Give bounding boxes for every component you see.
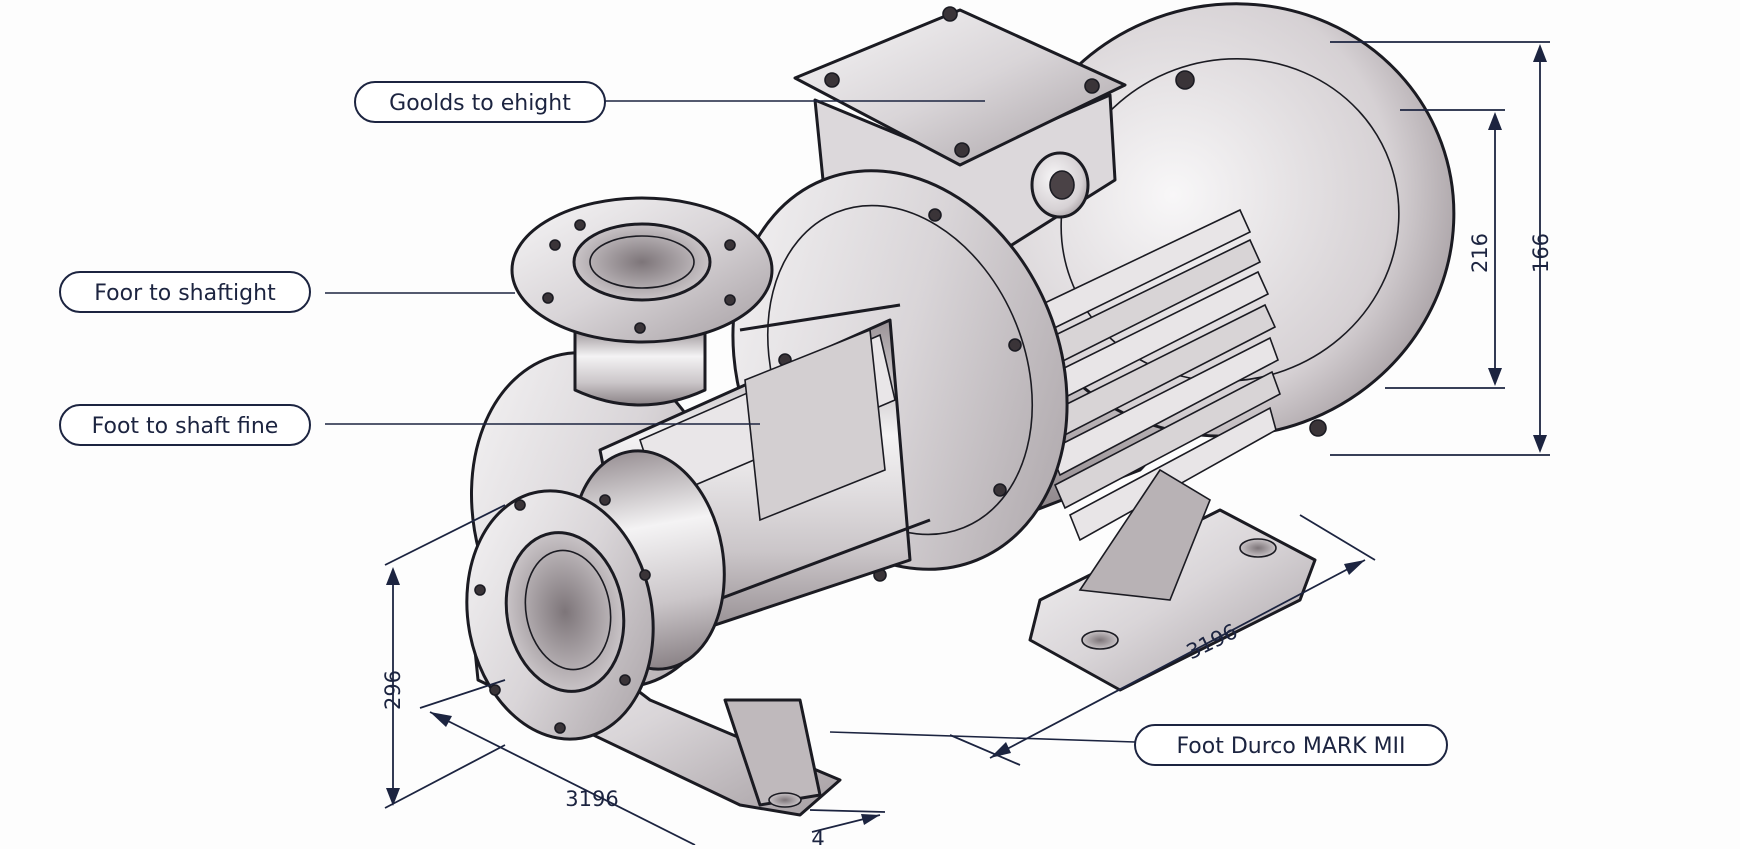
- pump-foot-web: [723, 698, 822, 807]
- callout-foot-fine: Foot to shaft fine: [59, 404, 760, 446]
- callout-goolds: Goolds to ehight: [354, 81, 985, 123]
- callout-durco: Foot Durco MARK MII: [829, 724, 1448, 766]
- dimension-label: 3196: [565, 787, 618, 811]
- callout-label: Foor to shaftight: [94, 281, 276, 306]
- callout-label: Foot Durco MARK MII: [1176, 734, 1405, 759]
- dimension-216: 216: [1385, 109, 1505, 389]
- dimension-296: 296: [381, 504, 506, 809]
- lid-screw: [954, 142, 970, 158]
- dimension-label: 4: [811, 827, 824, 845]
- callout-label: Goolds to ehight: [389, 91, 571, 116]
- dimension-small: 4: [809, 809, 886, 849]
- lid-screw: [1084, 78, 1100, 94]
- discharge-neck: [573, 328, 707, 407]
- foot-bolt-hole: [1239, 538, 1277, 558]
- dimension-166: 166: [1330, 41, 1553, 456]
- suction-flange: [465, 449, 726, 741]
- cable-gland-hole: [1049, 170, 1075, 200]
- dimension-3196-front: 3196: [419, 679, 696, 846]
- end-cap-bolt: [1309, 419, 1327, 437]
- end-cap-ring: [1060, 57, 1400, 383]
- callout-foor: Foor to shaftight: [59, 271, 515, 313]
- foot-bolt-hole: [1081, 630, 1119, 650]
- callout-label: Foot to shaft fine: [92, 414, 279, 439]
- dimension-label: 216: [1468, 233, 1492, 273]
- terminal-box-lid: [793, 8, 1127, 167]
- dimension-label: 296: [381, 670, 405, 710]
- lid-screw: [942, 6, 958, 22]
- motor-foot-web: [1078, 468, 1211, 601]
- suction-bore: [504, 531, 626, 693]
- dimension-label: 166: [1529, 233, 1553, 273]
- end-cap-bolt: [1175, 70, 1195, 90]
- lid-screw: [824, 72, 840, 88]
